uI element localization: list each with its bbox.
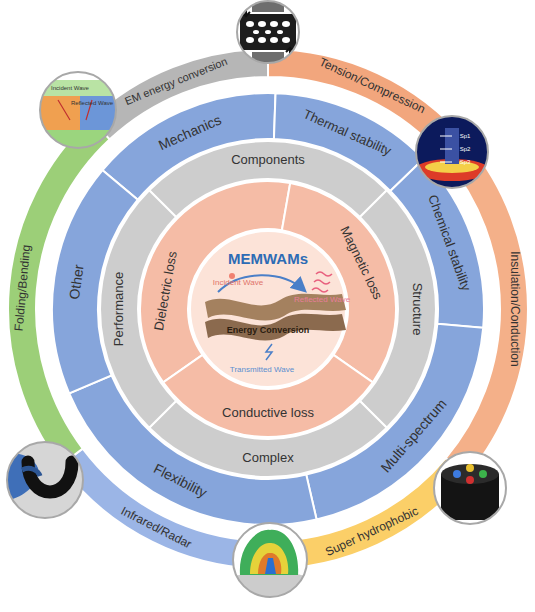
bent-foam (28, 462, 72, 492)
reflected-waves (312, 272, 332, 292)
wave-label: Reflected Wave (294, 296, 350, 304)
bending-photo (4, 442, 83, 518)
aspect-segment-shape (149, 401, 387, 477)
application-band-shape (446, 142, 528, 476)
aspect-segment-shape (149, 141, 387, 217)
loss-segment-text: Magnetic loss (338, 225, 386, 303)
property-segment-shape (52, 170, 138, 393)
marker-lines (440, 136, 452, 162)
property-segment-text: Flexibility (151, 461, 209, 501)
tension-photo (237, 0, 299, 64)
application-band-shape (8, 119, 110, 466)
loss-segment-shape (282, 183, 396, 382)
application-band-text: Tension/Compression (317, 56, 427, 117)
target-surface (226, 571, 314, 599)
property-segment-text: Multi-spectrum (378, 396, 450, 475)
property-segment-shape (274, 93, 423, 191)
hydrophobic-photo (434, 452, 506, 524)
wave-label: Incident Wave (213, 279, 263, 287)
spot-label: Sp3 (460, 159, 471, 165)
core-circle-text: MEMWAMs (228, 251, 308, 268)
property-segment-shape (103, 93, 276, 200)
photo-content (4, 453, 72, 500)
wave-label: Reflected Wave (71, 100, 113, 106)
aspect-segment-text: Performance (112, 272, 126, 346)
droplet (466, 476, 474, 484)
application-band-text: Super hydrophobic (324, 505, 421, 560)
photo-border (40, 72, 116, 148)
foam-top (441, 464, 499, 484)
lattice-holes (246, 21, 290, 43)
em-schematic (40, 72, 116, 150)
spot-label: Sp2 (460, 146, 471, 152)
loss-segment-text: Conductive loss (222, 406, 314, 420)
thermal-background (414, 114, 490, 190)
photo-border (416, 116, 488, 188)
finger (22, 468, 40, 476)
transmitted-wave (266, 344, 272, 360)
center-illustration (205, 272, 346, 360)
application-band-text: Insulation/Conduction (507, 251, 520, 366)
photo-disc (434, 452, 506, 524)
photo-border (434, 452, 506, 524)
droplet (453, 470, 461, 478)
application-band-text: Infrared/Radar (119, 505, 194, 552)
droplet (466, 464, 474, 472)
photo-content (414, 114, 490, 190)
aspect-segment-text: Components (231, 153, 305, 167)
property-segment-text: Chemical stability (425, 193, 473, 293)
loss-segment-text: Dielectric loss (152, 250, 180, 331)
aspect-segment-shape (100, 190, 176, 428)
thermal-photo (414, 114, 490, 190)
aspect-segment-shape (360, 190, 436, 428)
photo-border (7, 442, 83, 518)
sample-column (445, 128, 459, 164)
property-segment-text: Mechanics (156, 112, 223, 153)
property-segment-shape (69, 375, 316, 525)
aspect-segment-text: Complex (242, 451, 293, 465)
photo-border (237, 1, 299, 63)
spot-label: Sp1 (460, 133, 471, 139)
process-label: Energy Conversion (227, 326, 310, 335)
photo-content (40, 80, 116, 150)
loss-segment-shape (163, 355, 373, 437)
application-band-text: Folding/Bending (13, 244, 34, 332)
photo-border (233, 523, 307, 597)
photo-content (441, 464, 499, 520)
loss-segment-shape (140, 181, 290, 382)
rcs-lobe (258, 553, 281, 574)
radar-photo (226, 523, 314, 599)
core-circle-shape (190, 231, 346, 387)
rcs-lobe (250, 543, 288, 574)
photo-content (240, 0, 296, 64)
property-segment-text: Thermal stability (300, 107, 392, 159)
aspect-segment-text: Structure (410, 283, 424, 336)
application-band-text: EM energy conversion (123, 55, 229, 107)
lattice-sample (240, 14, 296, 50)
application-band-shape (91, 49, 268, 139)
rcs-lobe (240, 530, 298, 575)
droplet (479, 470, 487, 478)
wave-label: Transmitted Wave (230, 366, 294, 374)
photo-disc (237, 1, 299, 63)
wave-label: Incident Wave (51, 85, 89, 91)
rcs-core (265, 558, 276, 574)
force-arrows (242, 6, 294, 58)
property-segment-text: Other (67, 264, 87, 301)
